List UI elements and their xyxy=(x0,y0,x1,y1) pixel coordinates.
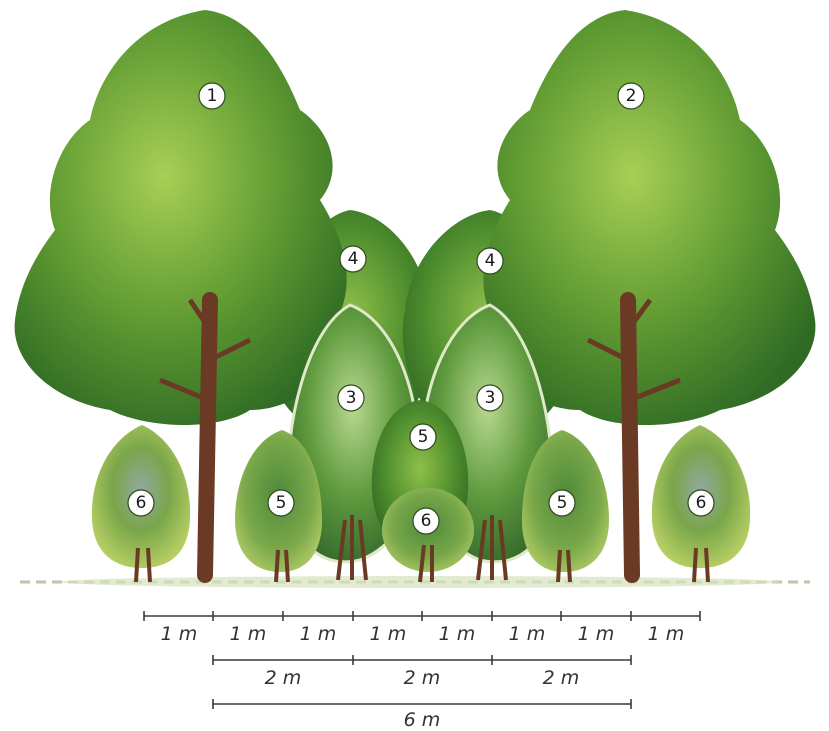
scale-row-6m: 6 m xyxy=(213,699,631,731)
ground xyxy=(20,576,810,588)
scale-label-1m: 1 m xyxy=(648,623,685,645)
badge-label: 3 xyxy=(485,388,496,408)
badge-tree-1: 1 xyxy=(199,83,225,109)
scale-label-1m: 1 m xyxy=(509,623,546,645)
scale-row-1m: 1 m 1 m 1 m 1 m 1 m 1 m 1 m 1 m xyxy=(144,611,700,645)
badge-label: 6 xyxy=(696,493,707,513)
scale-label-1m: 1 m xyxy=(578,623,615,645)
badge-shrub-6-center: 6 xyxy=(413,508,439,534)
badge-tree-4-left: 4 xyxy=(340,246,366,272)
badge-tree-4-right: 4 xyxy=(477,248,503,274)
badge-shrub-6-right: 6 xyxy=(688,490,714,516)
scale-label-2m: 2 m xyxy=(404,667,441,689)
badge-shrub-6-left: 6 xyxy=(128,490,154,516)
shrub-6-center xyxy=(382,488,474,582)
badge-label: 1 xyxy=(207,86,218,106)
scale-label-6m: 6 m xyxy=(404,709,441,731)
scale-label-1m: 1 m xyxy=(300,623,337,645)
badge-label: 6 xyxy=(421,511,432,531)
scale-label-2m: 2 m xyxy=(543,667,580,689)
scale-label-1m: 1 m xyxy=(370,623,407,645)
scale-label-1m: 1 m xyxy=(161,623,198,645)
badge-label: 2 xyxy=(626,86,637,106)
badge-label: 5 xyxy=(276,493,287,513)
badge-label: 4 xyxy=(485,251,496,271)
badge-shrub-5-left: 5 xyxy=(268,490,294,516)
badge-label: 4 xyxy=(348,249,359,269)
badge-conifer-3-right: 3 xyxy=(477,385,503,411)
badge-shrub-5-center: 5 xyxy=(410,424,436,450)
scale-row-2m: 2 m 2 m 2 m xyxy=(213,655,631,689)
badge-label: 5 xyxy=(418,427,429,447)
badge-tree-2: 2 xyxy=(618,83,644,109)
scale-label-1m: 1 m xyxy=(439,623,476,645)
scale-label-1m: 1 m xyxy=(230,623,267,645)
badge-label: 6 xyxy=(136,493,147,513)
badge-label: 3 xyxy=(346,388,357,408)
badge-label: 5 xyxy=(557,493,568,513)
badge-conifer-3-left: 3 xyxy=(338,385,364,411)
badge-shrub-5-right: 5 xyxy=(549,490,575,516)
scale-label-2m: 2 m xyxy=(265,667,302,689)
